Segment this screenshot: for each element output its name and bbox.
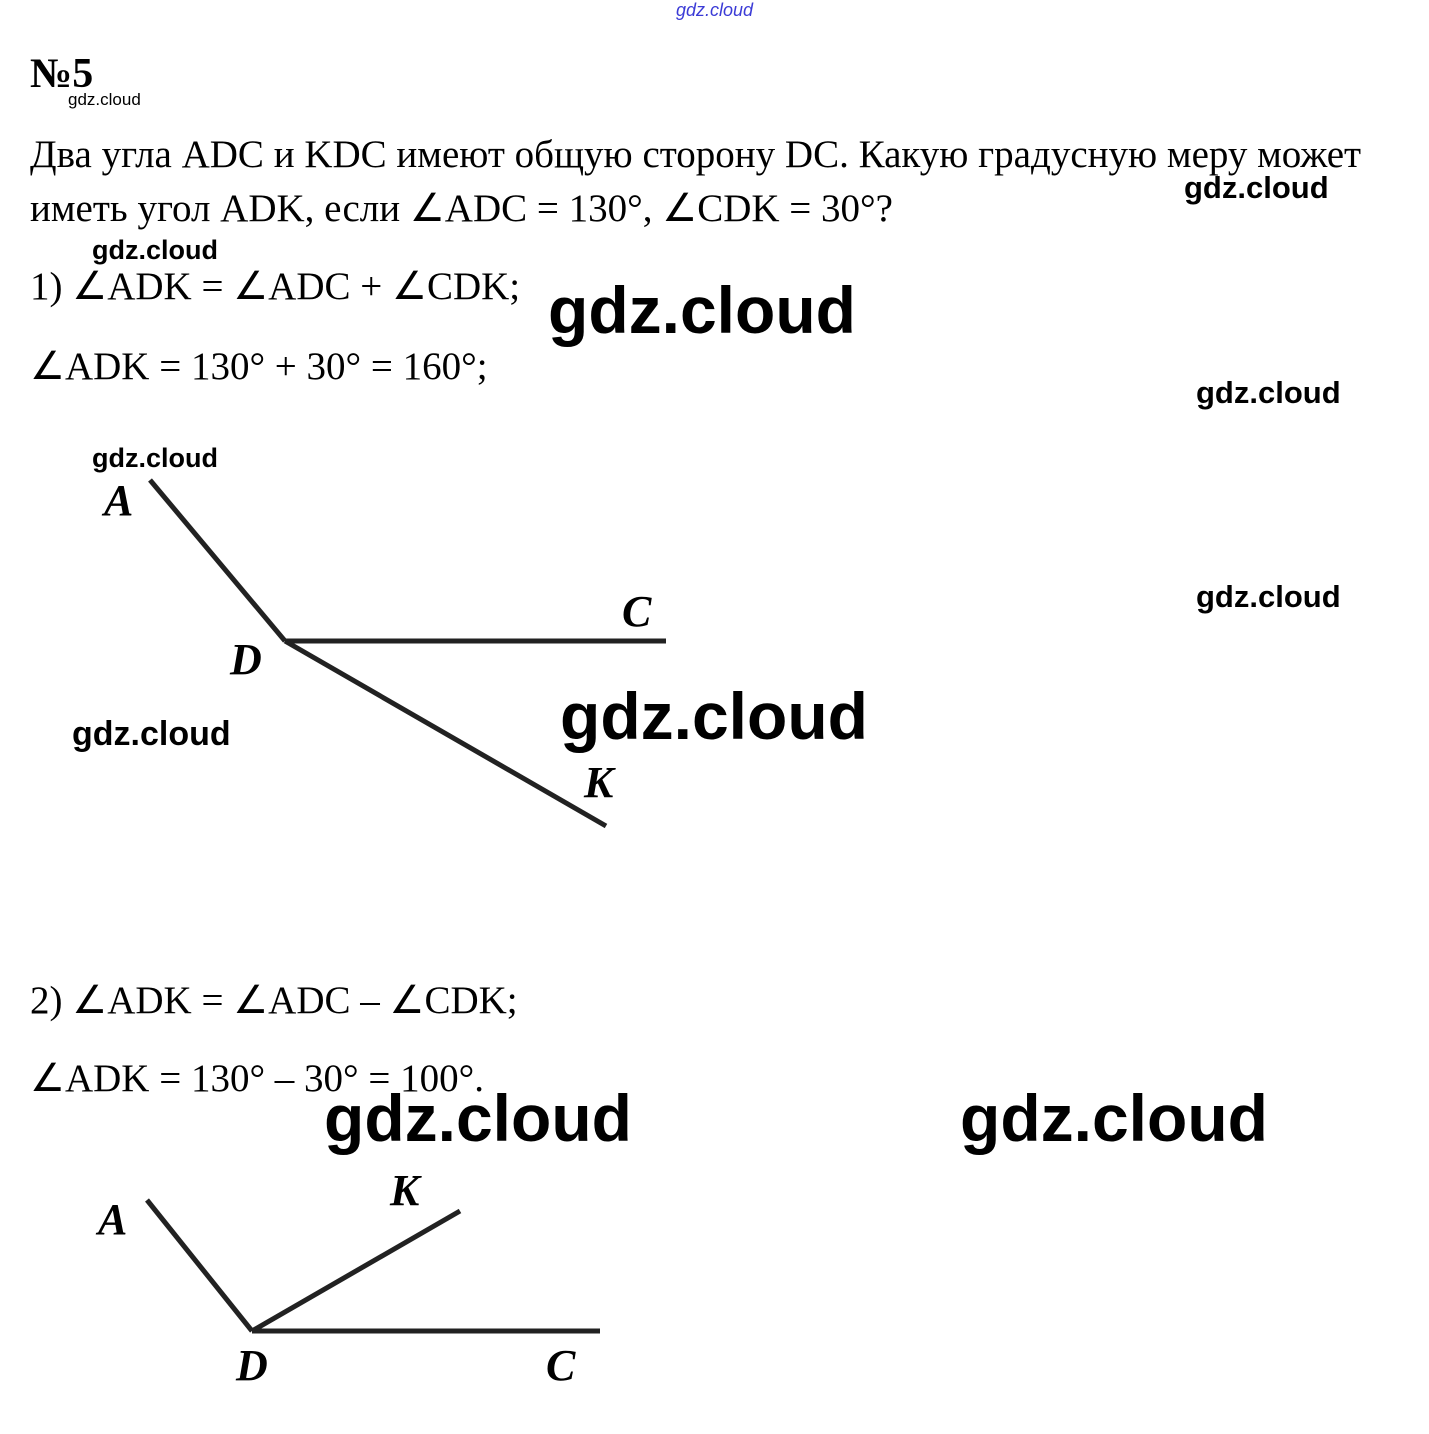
- watermark-top: gdz.cloud: [676, 0, 754, 20]
- figure1: A C D K: [101, 476, 666, 829]
- point-label-C: C: [546, 1341, 576, 1390]
- case1-calc: ∠ADK = 130° + 30° = 160°;: [30, 345, 488, 388]
- problem-number: №5: [30, 51, 94, 97]
- watermark: gdz.cloud: [68, 90, 141, 109]
- ray-DA: [145, 1198, 254, 1333]
- problem-text: Два угла ADC и KDC имеют общую сторону D…: [30, 133, 1362, 230]
- ray-DK: [283, 638, 608, 829]
- point-label-D: D: [235, 1341, 268, 1390]
- case1-formula: 1) ∠ADK = ∠ADC + ∠CDK;: [30, 265, 521, 308]
- point-label-K: K: [389, 1166, 422, 1215]
- point-label-C: C: [622, 587, 652, 636]
- watermark: gdz.cloud: [92, 235, 218, 265]
- case2-calc: ∠ADK = 130° – 30° = 100°.: [30, 1057, 484, 1100]
- case2-formula: 2) ∠ADK = ∠ADC – ∠CDK;: [30, 979, 518, 1022]
- figure2: A K D C: [95, 1166, 600, 1390]
- point-label-A: A: [101, 476, 133, 525]
- point-label-D: D: [229, 635, 262, 684]
- watermark: gdz.cloud: [560, 679, 868, 753]
- watermark: gdz.cloud: [1184, 170, 1329, 205]
- watermark: gdz.cloud: [92, 443, 218, 473]
- ray-DK: [250, 1208, 462, 1334]
- watermark: gdz.cloud: [1196, 375, 1341, 410]
- point-label-K: K: [583, 758, 616, 807]
- point-label-A: A: [95, 1195, 127, 1244]
- watermark: gdz.cloud: [72, 715, 231, 753]
- watermark: gdz.cloud: [324, 1081, 632, 1155]
- ray-DA: [148, 478, 287, 643]
- watermark: gdz.cloud: [548, 273, 856, 347]
- watermark: gdz.cloud: [1196, 579, 1341, 614]
- watermark: gdz.cloud: [960, 1081, 1268, 1155]
